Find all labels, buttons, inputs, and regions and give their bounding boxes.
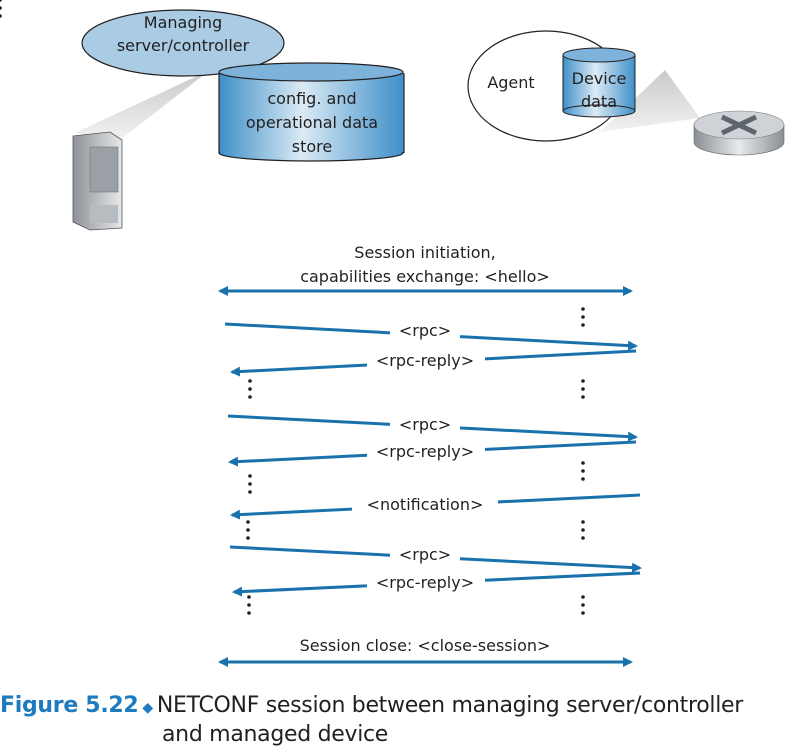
managing-server: Managing server/controller xyxy=(72,9,285,231)
rpc-reply-label-3: <rpc-reply> xyxy=(376,573,474,592)
notification-label: <notification> xyxy=(367,495,484,514)
store-label-line2: operational data xyxy=(246,113,378,132)
store-label-line3: store xyxy=(292,137,332,156)
device-data-cylinder: Device data xyxy=(562,47,636,118)
close-label: Session close: <close-session> xyxy=(300,636,551,655)
caption-text-line1: NETCONF session between managing server/… xyxy=(156,693,744,718)
hello-label-line1: Session initiation, xyxy=(354,243,495,262)
manager-bubble xyxy=(81,9,285,77)
server-icon xyxy=(72,131,123,231)
figure-number: Figure 5.22 xyxy=(0,693,139,718)
diamond-icon: ◆ xyxy=(142,700,153,716)
diagram-svg: Managing server/controller config. and o… xyxy=(0,0,785,667)
figure-caption: Figure 5.22◆NETCONF session between mana… xyxy=(0,693,743,718)
caption-text-line2: and managed device xyxy=(162,722,389,747)
continuation-dots xyxy=(0,0,585,615)
router-icon xyxy=(693,110,785,156)
managed-device: Agent Device data xyxy=(467,30,785,156)
agent-label: Agent xyxy=(487,73,534,92)
rpc-label-1: <rpc> xyxy=(399,321,451,340)
zoom-beam xyxy=(600,70,700,132)
hello-label-line2: capabilities exchange: <hello> xyxy=(300,267,550,286)
device-data-line1: Device xyxy=(572,69,627,88)
store-label-line1: config. and xyxy=(267,89,356,108)
rpc-reply-label-2: <rpc-reply> xyxy=(376,442,474,461)
rpc-reply-label-1: <rpc-reply> xyxy=(376,351,474,370)
rpc-label-2: <rpc> xyxy=(399,415,451,434)
data-store-cylinder: config. and operational data store xyxy=(218,62,405,162)
manager-label-line1: Managing xyxy=(144,13,222,32)
device-data-line2: data xyxy=(581,92,617,111)
rpc-label-3: <rpc> xyxy=(399,545,451,564)
manager-label-line2: server/controller xyxy=(117,36,250,55)
zoom-beam xyxy=(75,70,210,140)
